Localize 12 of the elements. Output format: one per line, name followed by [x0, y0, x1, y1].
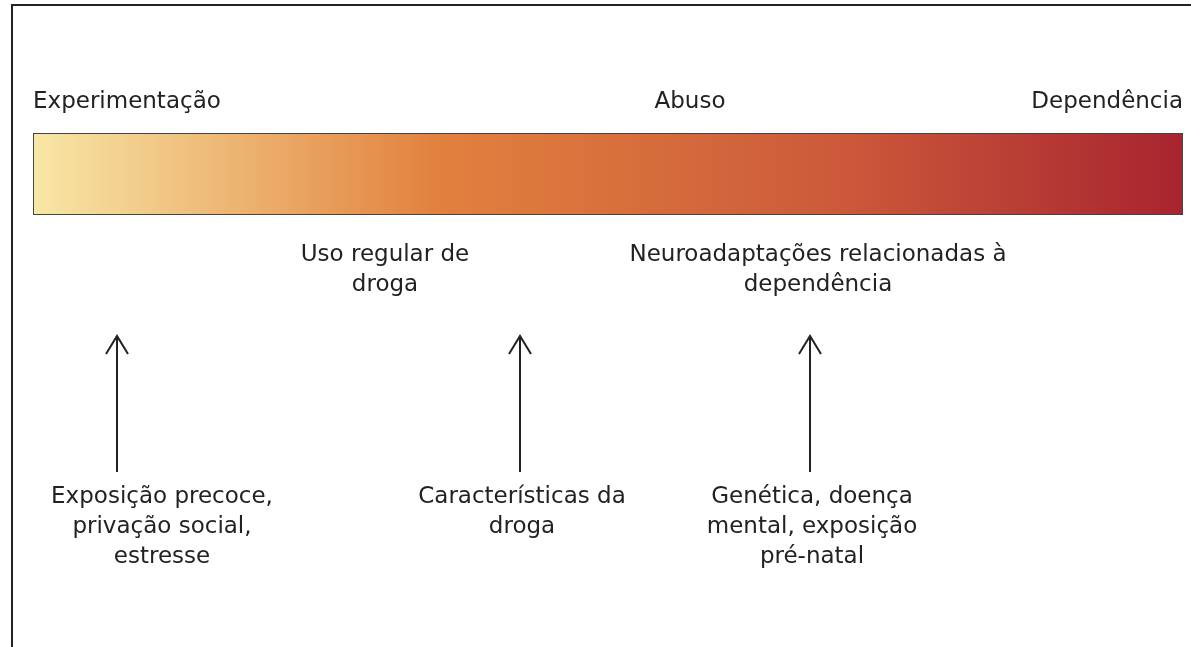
factor-text: Genética, doença mental, exposição pré-natal	[682, 480, 942, 570]
stage-label: Experimentação	[33, 86, 222, 115]
factor-text: Características da droga	[412, 480, 632, 540]
gradient-bar	[33, 133, 1183, 215]
factor-text: Exposição precoce, privação social, estresse	[22, 480, 302, 570]
arrow	[105, 335, 129, 473]
stage-label: Dependência	[1030, 86, 1183, 115]
arrow	[798, 335, 822, 473]
arrow	[508, 335, 532, 473]
stage-label: Uso regular de droga	[300, 239, 470, 298]
stage-label: Abuso	[653, 86, 727, 115]
stage-label: Neuroadaptações relacionadas à dependência	[628, 239, 1008, 298]
